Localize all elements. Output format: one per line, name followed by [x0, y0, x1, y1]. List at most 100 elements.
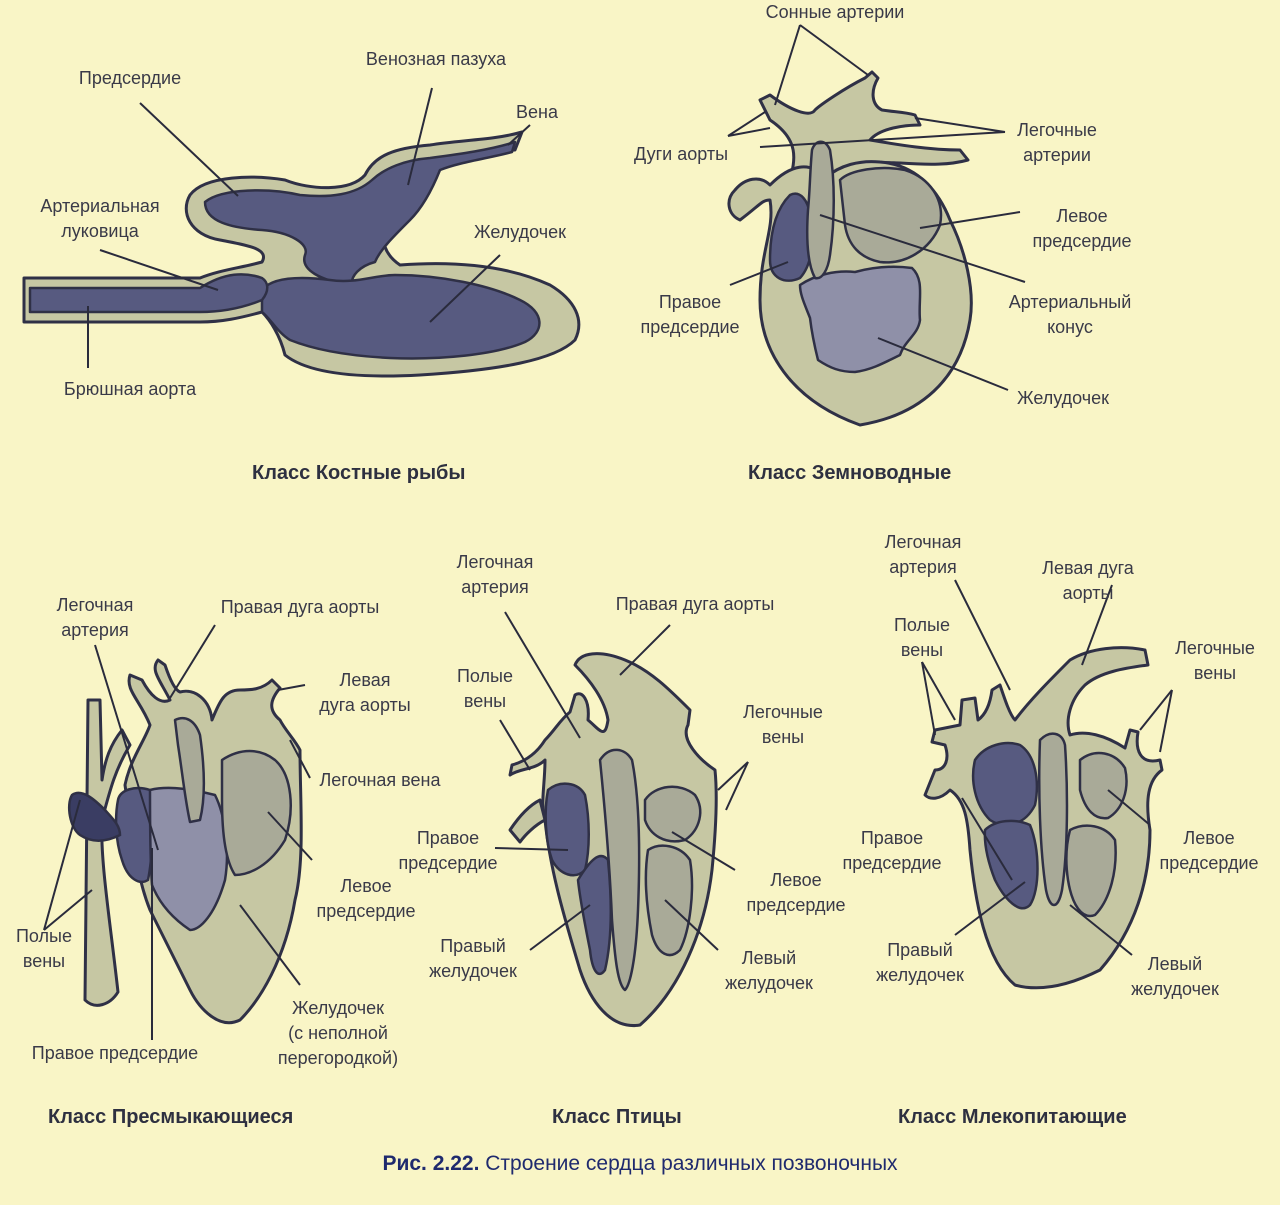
rep-label-left-atrium: Левое предсердие	[316, 876, 416, 921]
rep-ra-leader	[169, 624, 216, 699]
bird-latrium-leader	[671, 831, 736, 871]
mam-label-lv: Левый желудочек	[1131, 954, 1219, 999]
reptile-aortic-trunk	[173, 716, 205, 824]
rep-la-arch-leader	[277, 684, 306, 691]
fish-title: Класс Костные рыбы	[252, 462, 466, 484]
rep-label-pa: Легочная артерия	[56, 595, 134, 640]
fish-vein-leader	[507, 124, 531, 146]
fish-bulb-leader	[99, 249, 219, 291]
reptile-heart	[43, 624, 313, 1040]
amph-label-left-atrium: Левое предсердие	[1032, 206, 1132, 251]
reptile-right-atrium	[114, 786, 154, 884]
bird-rv-leader	[529, 904, 591, 951]
rep-label-pv: Легочная вена	[319, 770, 441, 790]
fish-label-atrium: Предсердие	[78, 68, 182, 88]
mam-pv-leader-a	[1139, 689, 1173, 731]
fish-ventricle-chamber	[260, 273, 541, 360]
amph-carotid-leader-b	[799, 24, 869, 76]
mam-label-pv: Легочные вены	[1175, 638, 1255, 683]
amph-pulm-leader-a	[914, 117, 1006, 133]
rep-label-left-arch: Левая дуга аорты	[319, 670, 411, 715]
bird-heart	[494, 611, 749, 1027]
rep-vc-leader-a	[43, 799, 81, 931]
caption-text: Строение сердца различных позвоночных	[479, 1152, 898, 1175]
mam-vc-leader-b	[921, 661, 956, 721]
mam-label-rv: Правый желудочек	[876, 940, 964, 985]
mam-latrium-leader	[1107, 789, 1151, 826]
mammal-left-atrium	[1078, 751, 1128, 820]
fish-heart	[22, 87, 581, 378]
amph-label-arches: Дуги аорты	[633, 144, 729, 164]
figure-caption: Рис. 2.22. Строение сердца различных поз…	[0, 1152, 1280, 1176]
rep-label-right-atrium: Правое предсердие	[31, 1043, 199, 1063]
bird-left-atrium	[643, 785, 702, 843]
amph-label-right-atrium: Правое предсердие	[640, 292, 740, 337]
amph-label-carotid: Сонные артерии	[765, 2, 905, 22]
mam-pv-leader-b	[1159, 689, 1173, 753]
bird-lv-leader	[664, 899, 719, 951]
amph-la-leader	[919, 211, 1021, 229]
bird-label-vc: Полые вены	[456, 666, 513, 711]
fish-label-vein: Вена	[516, 102, 558, 122]
amphibian-title: Класс Земноводные	[748, 462, 952, 484]
bird-pv-leader-a	[717, 761, 749, 791]
rep-pv-leader	[289, 739, 311, 779]
mam-label-left-arch: Левая дуга аорты	[1042, 558, 1134, 603]
bird-label-pv: Легочные вены	[743, 702, 823, 747]
mammal-aorta	[1038, 732, 1069, 907]
bird-right-atrium	[544, 782, 590, 877]
bird-label-right-arch: Правая дуга аорты	[615, 594, 775, 614]
amph-ra-leader	[729, 261, 789, 286]
rep-label-vc: Полые вены	[15, 926, 72, 971]
amph-label-conus: Артериальный конус	[1008, 292, 1132, 337]
rep-label-ventricle: Желудочек (с неполной перегородкой)	[277, 998, 399, 1068]
bird-label-right-atrium: Правое предсердие	[398, 828, 498, 873]
mam-la-arch-leader	[1081, 584, 1113, 666]
mam-ratrium-leader	[961, 797, 1013, 881]
fish-ventricle-leader	[429, 254, 501, 323]
fish-atrium-leader	[139, 102, 239, 197]
reptile-sinus-blob	[68, 791, 122, 842]
amph-ventricle-leader	[877, 337, 1009, 391]
rep-vent-leader	[239, 904, 301, 986]
bird-title: Класс Птицы	[552, 1106, 682, 1128]
amph-carotid-leader-a	[774, 24, 801, 106]
bird-label-lv: Левый желудочек	[725, 948, 813, 993]
fish-label-venous-sinus: Венозная пазуха	[365, 49, 507, 69]
mam-label-vc: Полые вены	[893, 615, 950, 660]
bird-pa-leader	[504, 611, 581, 739]
amph-label-ventricle: Желудочек	[1016, 388, 1110, 408]
bird-label-rv: Правый желудочек	[429, 936, 517, 981]
mammal-left-ventricle	[1065, 824, 1117, 918]
fish-label-aorta: Брюшная аорта	[63, 379, 197, 399]
mammal-title: Класс Млекопитающие	[898, 1106, 1127, 1128]
rep-vc-leader-b	[43, 889, 93, 931]
amph-label-pulm-arteries: Легочные артерии	[1017, 120, 1097, 165]
rep-latrium-leader	[267, 811, 313, 861]
mam-pa-leader	[954, 579, 1011, 691]
amph-arch-leader-b	[727, 127, 771, 137]
bird-left-ventricle	[644, 844, 694, 957]
mammal-right-ventricle	[983, 819, 1039, 910]
bird-pv-leader-b	[725, 761, 749, 811]
bird-ratrium-leader	[494, 847, 569, 851]
amph-pulm-leader-b	[759, 131, 1006, 148]
mam-label-right-atrium: Правое предсердие	[842, 828, 942, 873]
amph-conus-leader	[819, 214, 1026, 283]
bird-vc-leader	[499, 719, 531, 771]
fish-bulb-chamber	[28, 273, 269, 314]
fish-atrium-chamber	[203, 140, 517, 288]
amphibian-heart	[727, 24, 1026, 427]
rep-pa-leader	[94, 644, 159, 851]
mammal-heart	[921, 579, 1173, 990]
reptile-left-atrium	[220, 749, 292, 877]
mam-label-left-atrium: Левое предсердие	[1159, 828, 1259, 873]
bird-label-left-atrium: Левое предсердие	[746, 870, 846, 915]
amphibian-conus	[806, 140, 835, 280]
mam-lv-leader	[1069, 904, 1133, 956]
mam-label-pa: Легочная артерия	[884, 532, 962, 577]
bird-aorta	[598, 748, 641, 992]
fish-label-ventricle: Желудочек	[473, 222, 567, 242]
